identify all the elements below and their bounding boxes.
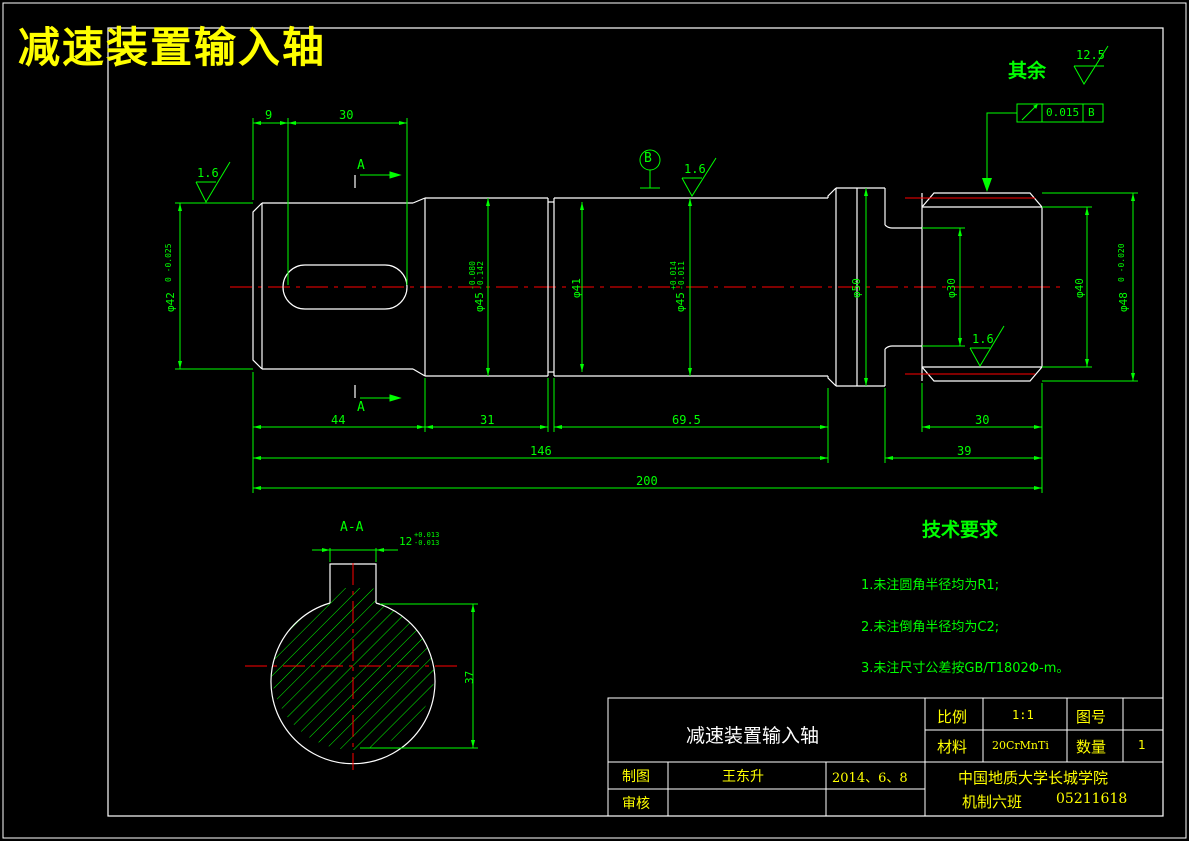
section-title: A-A	[340, 520, 364, 535]
tb-material-label: 材料	[937, 738, 968, 756]
general-roughness-label: 其余	[1008, 60, 1047, 82]
dim-key-tol: +0.013 -0.013	[414, 531, 440, 547]
tb-drawn-label: 制图	[622, 769, 650, 785]
roughness-symbols	[195, 45, 1109, 367]
tb-quantity-value: 1	[1138, 738, 1146, 752]
tb-scale-value: 1:1	[1012, 708, 1034, 722]
dim-key-width: 12	[399, 535, 413, 548]
dim-31: 31	[480, 413, 495, 427]
dim-30-top: 30	[339, 108, 354, 122]
tb-class: 机制六班	[962, 793, 1023, 811]
datum-symbol	[639, 149, 661, 189]
dim-146: 146	[530, 444, 552, 458]
tb-scale-label: 比例	[937, 708, 968, 726]
roughness-middle: 1.6	[684, 162, 706, 176]
dim-200: 200	[636, 474, 658, 488]
title-block-grid	[607, 697, 1164, 817]
tolerance-datum: B	[1088, 106, 1095, 119]
dim-dia30: φ30	[945, 278, 958, 298]
dim-37: 37	[463, 670, 476, 684]
section-mark-bottom: A	[357, 400, 365, 415]
dim-dia48-tol: 0 -0.020	[1117, 243, 1126, 282]
tb-drawing-no-label: 图号	[1076, 708, 1107, 726]
tech-req-item-3: 3.未注尺寸公差按GB/T1802Φ-m。	[861, 661, 1070, 676]
dim-9: 9	[265, 108, 273, 122]
dim-dia45b-tol: +0.014 -0.011	[669, 261, 686, 290]
section-view	[245, 548, 478, 770]
dimension-lines	[175, 118, 1138, 493]
tb-date: 2014、6、8	[832, 771, 908, 786]
tolerance-value: 0.015	[1046, 106, 1080, 119]
dim-dia48: φ48	[1117, 292, 1130, 312]
tb-material-value: 20CrMnTi	[992, 739, 1049, 752]
dim-dia50: φ50	[850, 278, 863, 298]
dim-30-bottom: 30	[975, 413, 990, 427]
tb-quantity-label: 数量	[1076, 738, 1107, 756]
dim-dia42-tol: 0 -0.025	[164, 243, 173, 282]
arrowheads	[178, 121, 1135, 490]
dim-44: 44	[331, 413, 346, 427]
roughness-right: 1.6	[972, 332, 994, 346]
dim-dia42: φ42	[164, 292, 177, 312]
dim-dia45b: φ45	[674, 292, 687, 312]
dim-dia41: φ41	[570, 278, 583, 298]
general-roughness-value: 12.5	[1076, 48, 1105, 62]
datum-label: B	[644, 151, 652, 166]
tb-school: 中国地质大学长城学院	[958, 769, 1109, 787]
roughness-left: 1.6	[197, 166, 219, 180]
drawing-title: 减速装置输入轴	[18, 23, 327, 72]
dim-39: 39	[957, 444, 972, 458]
tech-req-item-2: 2.未注倒角半径均为C2;	[861, 620, 1000, 635]
tech-req-title: 技术要求	[922, 519, 999, 541]
tolerance-frame	[986, 103, 1104, 180]
tb-part-name: 减速装置输入轴	[686, 725, 820, 747]
tech-req-item-1: 1.未注圆角半径均为R1;	[861, 578, 1000, 593]
dim-dia45a-tol: -0.080 -0.142	[468, 261, 485, 290]
dim-dia45a: φ45	[473, 292, 486, 312]
section-mark-top: A	[357, 158, 365, 173]
tb-student-id: 05211618	[1056, 791, 1128, 807]
dim-dia40: φ40	[1073, 278, 1086, 298]
shaft-outline	[252, 187, 1043, 387]
dim-69-5: 69.5	[672, 413, 701, 427]
tb-checked-label: 审核	[622, 796, 650, 812]
tb-drawn-by: 王东升	[722, 769, 764, 785]
keyway-slot	[282, 264, 408, 310]
